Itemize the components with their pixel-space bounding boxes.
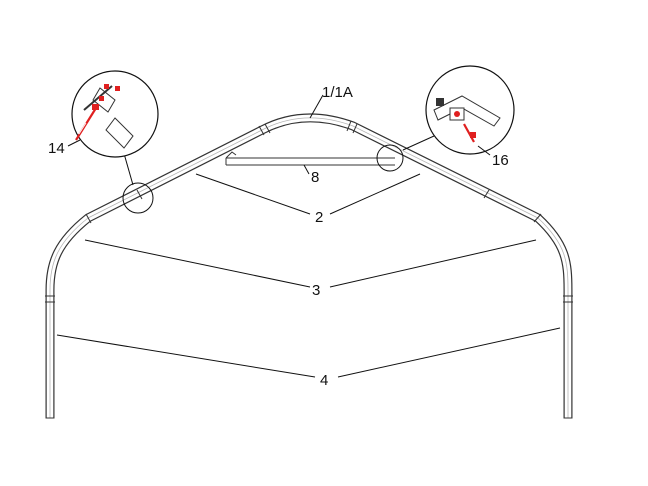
label-part-elbow: 3: [312, 282, 320, 299]
detail-circle-left: [122, 182, 154, 214]
label-leaders: [56, 94, 561, 378]
label-part-rafter: 2: [315, 209, 323, 226]
label-part-nut: 16: [492, 152, 509, 169]
tube-joints: [45, 120, 573, 303]
label-part-bolt: 14: [48, 140, 65, 157]
label-part-ridge: 1/1A: [322, 84, 353, 101]
frame-tube: [45, 118, 573, 418]
crossbar: [225, 151, 395, 166]
label-part-crossbar: 8: [311, 169, 319, 186]
detail-circle-right: [376, 144, 404, 172]
magnified-nut-joint-icon: [402, 65, 515, 155]
magnified-bolt-joint-icon: [71, 70, 159, 186]
label-part-leg: 4: [320, 372, 328, 389]
